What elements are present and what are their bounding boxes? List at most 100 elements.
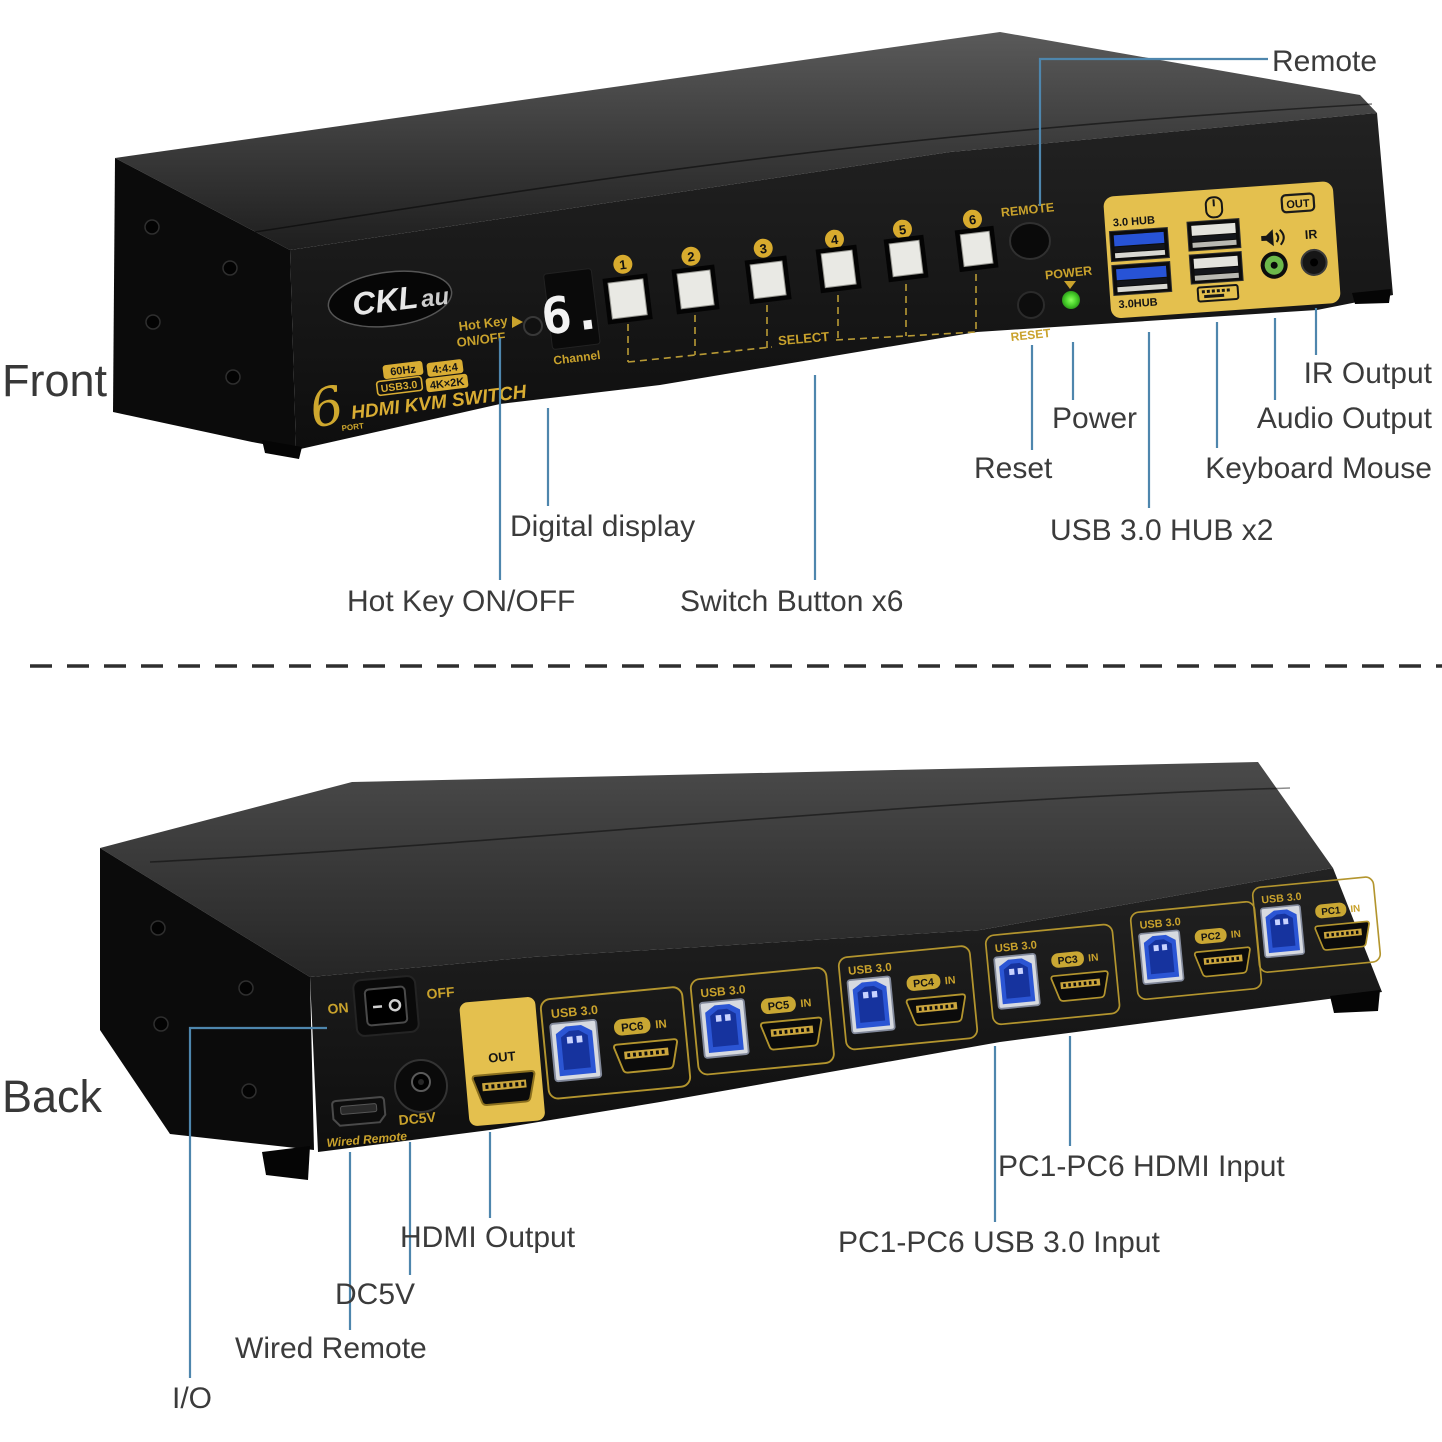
port-group-pc6: USB 3.0 PC6 IN <box>539 986 692 1100</box>
display-digit: 6. <box>538 282 605 347</box>
pc-label: PC1 <box>1321 905 1342 918</box>
annotation-ir-output: IR Output <box>1304 357 1433 390</box>
usb30-label: USB 3.0 <box>848 962 893 978</box>
brand-logo: CKLau <box>327 270 453 328</box>
switch-button-3: 3 <box>744 238 792 305</box>
port-group-pc3: USB 3.0 PC3 IN <box>984 923 1121 1026</box>
power-switch-assembly: ON OFF <box>327 975 456 1037</box>
annotation-keyboard-mouse: Keyboard Mouse <box>1205 452 1432 485</box>
usb-b-port <box>698 998 750 1059</box>
annotation-hot-key: Hot Key ON/OFF <box>347 585 575 618</box>
select-bracket: SELECT <box>627 274 977 363</box>
pc-badge <box>906 973 941 991</box>
ir-label: IR <box>1304 227 1317 242</box>
port-word: PORT <box>341 421 364 433</box>
front-screws <box>144 219 241 385</box>
usb30-label: USB 3.0 <box>1261 891 1302 907</box>
out-badge: OUT <box>1280 192 1316 214</box>
front-foot-left <box>262 440 302 459</box>
screw-hole <box>150 920 166 936</box>
remote-button <box>1009 222 1051 260</box>
channel-label: Channel <box>553 348 602 368</box>
out-label: OUT <box>1286 198 1310 212</box>
button-number: 5 <box>898 222 907 238</box>
back-foot-left <box>262 1146 310 1180</box>
in-label: IN <box>800 997 812 1010</box>
front-view-device: CKLau Hot Key ON/OFF 6. Channel 1 2 <box>113 32 1393 459</box>
button-number: 1 <box>618 257 627 273</box>
annotation-reset: Reset <box>974 452 1053 485</box>
keyboard-mouse-port-2 <box>1188 250 1244 285</box>
wired-remote-assembly: Wired Remote <box>326 1096 408 1150</box>
usb-b-port <box>549 1018 603 1083</box>
pc-label: PC5 <box>767 999 790 1013</box>
front-section-label: Front <box>2 355 108 406</box>
port-group-pc2: USB 3.0 PC2 IN <box>1129 901 1263 1001</box>
switch-button-5: 5 <box>883 219 929 283</box>
pc-badge <box>760 996 796 1015</box>
in-label: IN <box>1230 929 1241 941</box>
button-number: 3 <box>759 241 768 257</box>
front-side-panel <box>113 158 296 450</box>
usb-b-port <box>1259 904 1306 959</box>
keyboard-icon <box>1196 283 1240 303</box>
speaker-icon <box>1261 229 1285 247</box>
power-label: POWER <box>1044 264 1092 283</box>
front-top-seam <box>254 103 1373 233</box>
screw-hole <box>222 260 238 276</box>
screw-hole <box>145 314 161 330</box>
callout-line-io <box>188 1026 327 1378</box>
hub-label-top: 3.0 HUB <box>1112 214 1155 229</box>
screw-hole <box>144 219 160 235</box>
hdmi-in-port <box>905 993 967 1027</box>
usb-b-port <box>993 953 1041 1010</box>
badge-60hz: 60Hz <box>390 363 417 378</box>
pc-port-groups: USB 3.0 PC6 IN USB 3.0 <box>539 876 1382 1100</box>
hdmi-in-port <box>760 1016 823 1051</box>
back-annotations: Back PC1-PC6 HDMI Input PC1-PC6 USB 3.0 … <box>2 1071 1285 1415</box>
port-group-pc5: USB 3.0 PC5 IN <box>689 966 835 1076</box>
pc-badge <box>1051 951 1084 968</box>
back-callout-lines <box>188 1026 1072 1378</box>
usb30-label: USB 3.0 <box>1139 916 1181 932</box>
out-label: OUT <box>488 1048 517 1065</box>
pc-badge <box>613 1017 651 1036</box>
usb30-label: USB 3.0 <box>700 982 747 1000</box>
pc-label: PC4 <box>913 976 935 990</box>
hub-label-bottom: 3.0HUB <box>1118 296 1158 311</box>
switch-button-4: 4 <box>815 229 862 294</box>
power-led <box>1062 291 1080 309</box>
hdmi-in-port <box>1314 920 1370 951</box>
rocker-switch <box>352 975 420 1037</box>
ir-output-jack <box>1300 248 1328 276</box>
annotation-dc5v: DC5V <box>335 1278 415 1311</box>
front-annotations: Remote Front IR Output Audio Output Keyb… <box>2 45 1433 618</box>
annotation-remote: Remote <box>1272 45 1377 78</box>
annotation-wired-remote: Wired Remote <box>235 1332 427 1365</box>
in-label: IN <box>655 1018 668 1031</box>
off-label: OFF <box>426 984 456 1002</box>
hdmi-output-port <box>471 1069 536 1106</box>
port-group-pc4: USB 3.0 PC4 IN <box>837 945 979 1051</box>
button-number: 6 <box>968 212 977 228</box>
hotkey-button <box>523 316 543 336</box>
dc5v-label: DC5V <box>398 1109 437 1128</box>
back-screws <box>150 920 257 1099</box>
hotkey-label-line1: Hot Key <box>458 313 509 334</box>
power-arrow-icon <box>1064 281 1076 289</box>
audio-output-jack <box>1260 251 1288 279</box>
usb30-label: USB 3.0 <box>994 939 1037 955</box>
remote-label: REMOTE <box>1000 200 1055 220</box>
screw-hole <box>238 980 254 996</box>
on-label: ON <box>327 999 349 1017</box>
back-foot-right <box>1330 990 1380 1013</box>
pc-badge <box>1315 902 1347 919</box>
annotation-usb-hub: USB 3.0 HUB x2 <box>1050 514 1273 547</box>
select-label: SELECT <box>777 329 829 348</box>
keyboard-mouse-port-1 <box>1186 218 1242 252</box>
reset-control: RESET <box>1010 291 1052 344</box>
badge-4k2k: 4K×2K <box>429 376 465 392</box>
screw-hole <box>241 1083 257 1099</box>
